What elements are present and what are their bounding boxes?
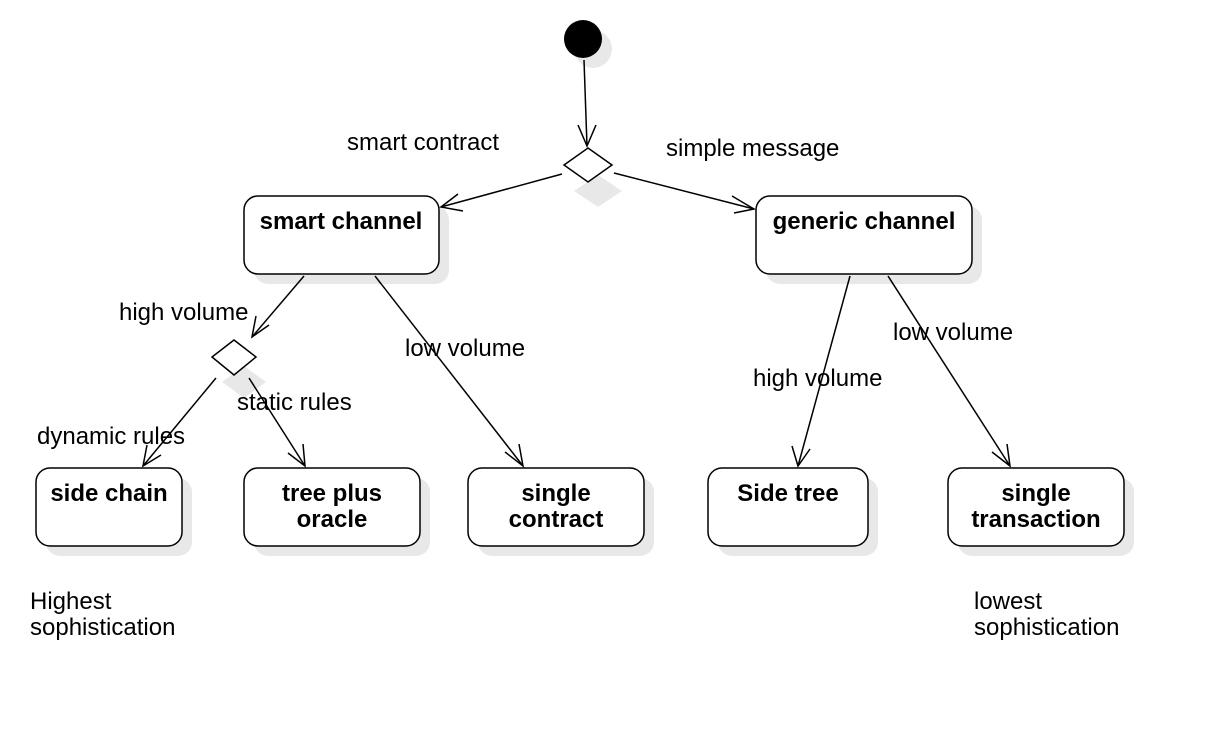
state-label-line2: transaction (971, 506, 1100, 533)
edge-label-smart-contract: smart contract (347, 129, 499, 156)
state-tree-plus-oracle: tree plus oracle (243, 467, 430, 556)
decision-top (562, 147, 614, 183)
edge-label-high-volume-generic: high volume (753, 365, 882, 392)
state-label-line2: contract (509, 506, 604, 533)
state-label: smart channel (260, 208, 423, 235)
state-single-transaction: single transaction (947, 467, 1134, 556)
state-side-chain: side chain (35, 467, 192, 556)
initial-node (564, 20, 602, 58)
edge-generic-to-single-transaction (887, 275, 1011, 468)
edge-smart-to-decision-left (250, 275, 305, 339)
edge-label-dynamic-rules: dynamic rules (37, 423, 185, 450)
note-lowest-line2: sophistication (974, 614, 1119, 641)
edge-smart-to-single-contract (374, 275, 525, 468)
edge-decision-to-tree-plus-oracle (248, 377, 306, 468)
note-highest-line1: Highest (30, 588, 112, 615)
state-label-line1: single (1001, 480, 1070, 507)
edge-label-low-volume-smart: low volume (405, 335, 525, 362)
note-highest-line2: sophistication (30, 614, 175, 641)
state-label-line2: oracle (297, 506, 368, 533)
edge-label-low-volume-generic: low volume (893, 319, 1013, 346)
edge-label-high-volume-smart: high volume (119, 299, 248, 326)
note-lowest-line1: lowest (974, 588, 1042, 615)
edge-decision-to-side-chain (141, 377, 217, 468)
decision-left (210, 339, 258, 376)
edge-generic-to-side-tree (791, 275, 851, 468)
state-generic-channel: generic channel (755, 195, 982, 284)
state-side-tree: Side tree (707, 467, 878, 556)
state-smart-channel: smart channel (243, 195, 449, 284)
state-single-contract: single contract (467, 467, 654, 556)
state-label-line1: tree plus (282, 480, 382, 507)
state-label: side chain (50, 480, 167, 507)
edge-initial-to-decision (577, 59, 597, 148)
state-label-line1: single (521, 480, 590, 507)
edge-to-smart-channel (439, 173, 563, 212)
state-label: generic channel (773, 208, 956, 235)
edge-to-generic-channel (613, 172, 757, 214)
decision-top-shadow (574, 175, 622, 207)
edge-label-static-rules: static rules (237, 389, 352, 416)
edge-label-simple-message: simple message (666, 135, 839, 162)
state-label: Side tree (737, 480, 838, 507)
